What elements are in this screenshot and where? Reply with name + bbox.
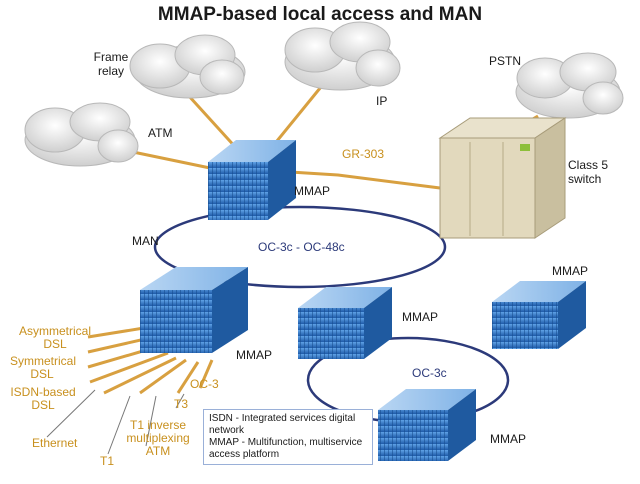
mmap-bottom-unit xyxy=(378,389,476,461)
access-lines xyxy=(87,325,214,395)
frame-relay-label: Frame relay xyxy=(93,50,129,78)
leader-lines xyxy=(46,389,185,455)
pstn-label: PSTN xyxy=(489,54,522,68)
diagram-title: MMAP-based local access and MAN xyxy=(157,4,483,25)
t1-inverse-label: T1 inverse multiplexing ATM xyxy=(126,418,190,458)
mmap-right-unit xyxy=(492,281,586,349)
mmap-left-unit xyxy=(140,267,248,353)
legend-box: ISDN - Integrated services digital netwo… xyxy=(203,409,373,465)
legend-mmap: MMAP - Multifunction, multiservice acces… xyxy=(209,437,363,460)
frame-relay-cloud xyxy=(129,34,246,99)
atm-cloud xyxy=(24,102,139,167)
mmap-top-label: MMAP xyxy=(294,184,330,198)
legend-isdn: ISDN - Integrated services digital netwo… xyxy=(209,413,356,436)
mmap-right-label: MMAP xyxy=(552,264,588,278)
mmap-mid-unit xyxy=(298,287,392,359)
atm-label: ATM xyxy=(148,126,173,140)
isdn-dsl-label: ISDN-based DSL xyxy=(10,385,76,412)
t1-label: T1 xyxy=(100,454,115,468)
sub-ring-rate-label: OC-3c xyxy=(412,366,447,380)
man-label: MAN xyxy=(132,234,159,248)
asym-dsl-label: Asymmetrical DSL xyxy=(18,324,91,351)
class5-switch xyxy=(438,117,567,239)
ip-cloud xyxy=(284,21,401,91)
mmap-top-unit xyxy=(208,140,296,220)
mmap-bottom-label: MMAP xyxy=(490,432,526,446)
link-gr303 xyxy=(289,170,441,190)
mmap-left-label: MMAP xyxy=(236,348,272,362)
oc3-label: OC-3 xyxy=(190,377,219,391)
pstn-cloud xyxy=(515,52,624,119)
man-rate-label: OC-3c - OC-48c xyxy=(258,240,345,254)
link-frame-relay xyxy=(186,93,240,152)
link-atm xyxy=(132,150,211,170)
ethernet-label: Ethernet xyxy=(32,436,78,450)
ip-label: IP xyxy=(376,94,388,108)
t3-label: T3 xyxy=(174,397,189,411)
gr303-label: GR-303 xyxy=(342,147,385,161)
mmap-mid-label: MMAP xyxy=(402,310,438,324)
sym-dsl-label: Symmetrical DSL xyxy=(10,354,77,381)
class5-label: Class 5 switch xyxy=(568,158,609,186)
man-ring xyxy=(153,205,447,289)
